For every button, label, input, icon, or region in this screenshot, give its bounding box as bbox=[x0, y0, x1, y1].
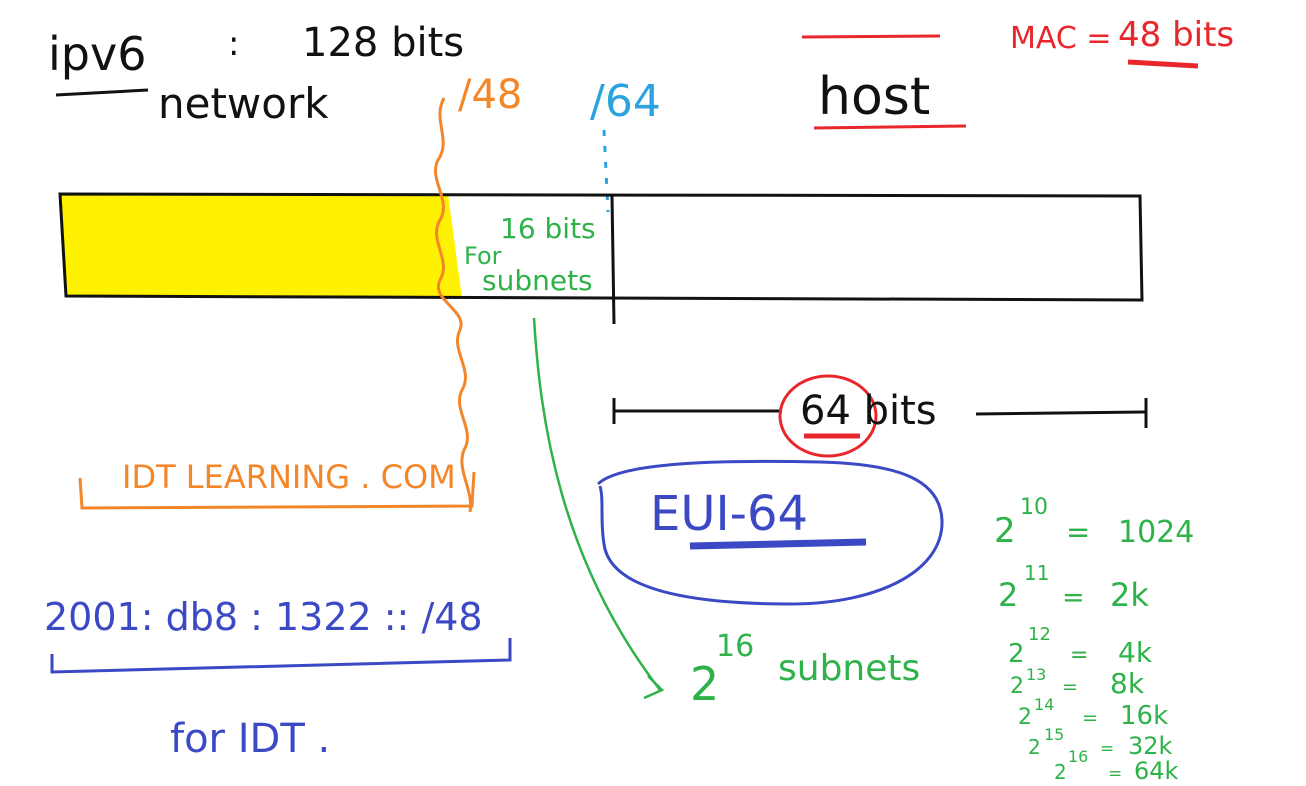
brand-bracket bbox=[78, 471, 476, 510]
power-exponent: 10 bbox=[1020, 495, 1048, 520]
mac-48-bits: 48 bits bbox=[1118, 15, 1234, 55]
network-portion-fill bbox=[60, 194, 462, 298]
power-value: 16k bbox=[1120, 701, 1168, 731]
prefix-48-label: /48 bbox=[458, 72, 522, 118]
power-base: 2 bbox=[1028, 735, 1041, 759]
power-exponent: 11 bbox=[1024, 561, 1049, 585]
power-equals: = bbox=[1070, 643, 1088, 668]
title-128-bits: 128 bits bbox=[302, 20, 464, 66]
subnets-count-exponent: 16 bbox=[716, 629, 754, 664]
power-exponent: 16 bbox=[1068, 747, 1088, 766]
mac-label: MAC = bbox=[1010, 21, 1112, 56]
prefix-64-dashed-line bbox=[602, 129, 610, 213]
title-colon: : bbox=[228, 24, 239, 64]
power-base: 2 bbox=[1008, 639, 1025, 669]
eui-64-underline bbox=[689, 538, 867, 550]
power-exponent: 14 bbox=[1034, 695, 1054, 714]
prefix-64-divider bbox=[610, 195, 616, 325]
address-bar-outline bbox=[58, 192, 1144, 302]
for-idt-label: for IDT . bbox=[170, 716, 330, 762]
power-equals: = bbox=[1062, 676, 1078, 698]
power-exponent: 12 bbox=[1028, 624, 1051, 645]
subnet-16-bits: 16 bits bbox=[500, 212, 596, 245]
power-exponent: 15 bbox=[1044, 725, 1064, 744]
power-equals: = bbox=[1062, 582, 1085, 613]
subnets-arrow bbox=[532, 317, 661, 691]
prefix-48-wavy-line bbox=[434, 97, 473, 513]
power-value: 2k bbox=[1110, 576, 1149, 614]
power-equals: = bbox=[1066, 515, 1090, 549]
host-label: host bbox=[818, 67, 930, 127]
subnet-subnets: subnets bbox=[482, 264, 593, 297]
ipv6-address: 2001: db8 : 1322 :: /48 bbox=[44, 595, 483, 639]
power-value: 8k bbox=[1110, 667, 1145, 700]
subnets-arrowhead bbox=[643, 675, 665, 700]
subnet-for: For bbox=[464, 242, 502, 270]
power-value: 32k bbox=[1128, 732, 1173, 760]
mac-underline bbox=[1127, 59, 1199, 69]
subnets-count-base: 2 bbox=[690, 657, 719, 711]
power-base: 2 bbox=[1018, 705, 1032, 730]
eui-64-label: EUI-64 bbox=[650, 486, 808, 542]
power-equals: = bbox=[1108, 764, 1122, 784]
power-base: 2 bbox=[998, 576, 1018, 614]
power-base: 2 bbox=[1054, 760, 1067, 784]
ipv6-title: ipv6 bbox=[48, 27, 146, 81]
power-exponent: 13 bbox=[1026, 665, 1046, 684]
power-base: 2 bbox=[1010, 674, 1024, 699]
power-value: 1024 bbox=[1118, 515, 1194, 550]
host-span-left bbox=[612, 398, 782, 424]
host-bits-circle bbox=[778, 374, 878, 458]
host-overline bbox=[801, 34, 941, 39]
host-64-bits: 64 bits bbox=[800, 388, 937, 434]
host-span-right bbox=[975, 398, 1148, 428]
eui-64-ellipse bbox=[596, 459, 944, 606]
address-bracket bbox=[50, 638, 512, 674]
network-label: network bbox=[158, 79, 329, 128]
prefix-64-label: /64 bbox=[590, 76, 661, 127]
power-equals: = bbox=[1082, 707, 1098, 729]
power-equals: = bbox=[1100, 739, 1114, 759]
subnets-count-word: subnets bbox=[778, 648, 920, 689]
power-base: 2 bbox=[994, 511, 1016, 551]
title-underline bbox=[55, 88, 149, 97]
power-value: 4k bbox=[1118, 636, 1153, 669]
power-value: 64k bbox=[1134, 757, 1179, 785]
host-underline bbox=[813, 124, 967, 130]
brand-text: IDT LEARNING . COM bbox=[122, 458, 456, 496]
